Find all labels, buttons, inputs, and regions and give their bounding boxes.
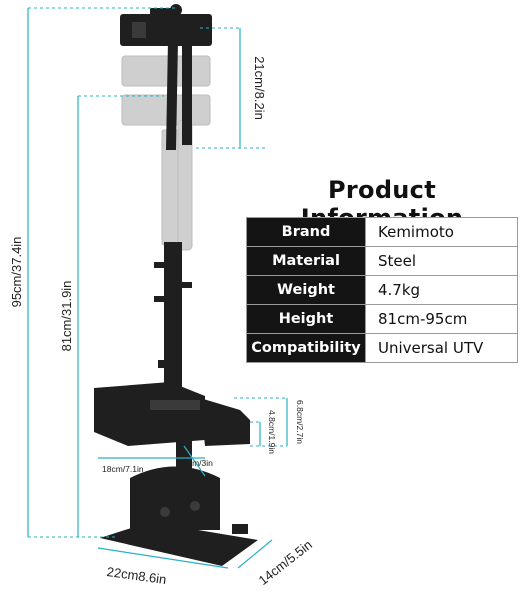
table-row: Compatibility Universal UTV [246, 333, 518, 363]
clamp-knob [170, 4, 182, 16]
base-plate [100, 522, 258, 566]
upright-pole [154, 242, 192, 392]
base-bolt-2 [190, 501, 200, 511]
ghost-extended-positions [121, 55, 211, 251]
pole-pin-2 [154, 296, 164, 302]
dimension-lines [27, 7, 288, 569]
tray-length-label: 18cm/7.1in [102, 464, 144, 474]
table-row: Material Steel [246, 246, 518, 276]
base-height-label: 81cm/31.9in [59, 281, 74, 352]
tray-width-arrow [183, 445, 206, 477]
tray [94, 382, 250, 446]
tray-right-block [200, 398, 250, 446]
row-label: Material [246, 246, 366, 276]
top-clamp [120, 4, 212, 150]
ghost-clamp-upper [121, 55, 211, 87]
row-label: Height [246, 304, 366, 334]
table-row: Brand Kemimoto [246, 217, 518, 247]
base-bolt-1 [160, 507, 170, 517]
base-width-label: 14cm/5.5in [256, 537, 315, 588]
tray-inner-height-label: 4.8cm/1.9in [267, 410, 277, 454]
pole-pin-1 [154, 262, 164, 268]
pole-knob [158, 360, 168, 368]
tray-width-label: 1.3cm/3in [176, 458, 213, 468]
pole-tube [164, 242, 182, 392]
strap-left [166, 40, 178, 150]
row-value: Universal UTV [365, 333, 518, 363]
pole-pin-3 [182, 282, 192, 288]
base-length-arrow [97, 547, 229, 569]
row-label: Compatibility [246, 333, 366, 363]
product-info-table: Brand Kemimoto Material Steel Weight 4.7… [246, 217, 518, 363]
row-value: Steel [365, 246, 518, 276]
base-bracket [130, 466, 220, 530]
ghost-clamp-lower [121, 94, 211, 126]
base [100, 440, 258, 566]
base-lock [232, 524, 248, 534]
row-label: Brand [246, 217, 366, 247]
table-row: Height 81cm-95cm [246, 304, 518, 334]
strap-right [182, 40, 192, 145]
row-label: Weight [246, 275, 366, 305]
tray-outer-height-label: 6.8cm/2.7in [295, 400, 305, 444]
tray-slot [150, 400, 200, 410]
row-value: Kemimoto [365, 217, 518, 247]
base-width-arrow [237, 539, 273, 569]
clamp-bolt-plate [132, 22, 146, 38]
row-value: 81cm-95cm [365, 304, 518, 334]
row-value: 4.7kg [365, 275, 518, 305]
base-length-label: 22cm8.6in [106, 564, 167, 587]
clamp-adjust-label: 21cm/8.2in [252, 56, 267, 120]
total-height-label: 95cm/37.4in [9, 237, 24, 308]
tray-left-block [94, 382, 205, 446]
table-row: Weight 4.7kg [246, 275, 518, 305]
